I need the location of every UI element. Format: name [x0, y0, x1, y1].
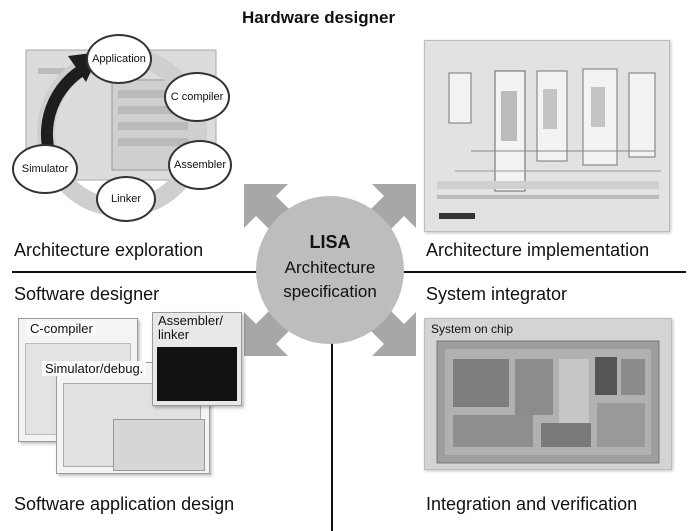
hardware-designer-label: Hardware designer — [242, 8, 396, 27]
software-application-design-caption: Software application design — [14, 494, 235, 514]
cycle-node-simulator: Simulator — [12, 144, 78, 194]
cycle-node-label: Linker — [111, 193, 141, 205]
cycle-node-label: C compiler — [170, 91, 224, 103]
lisa-circle — [256, 196, 404, 344]
system-integrator-header: System integrator — [426, 284, 568, 304]
architecture-implementation-caption: Architecture implementation — [426, 240, 650, 260]
cycle-node-c-compiler: C compiler — [164, 72, 230, 122]
cycle-node-linker: Linker — [96, 176, 156, 222]
architecture-exploration-caption: Architecture exploration — [14, 240, 204, 260]
c-compiler-label: C-compiler — [27, 321, 96, 336]
software-designer-header: Software designer — [14, 284, 160, 304]
cycle-node-label: Assembler — [174, 159, 226, 171]
cycle-node-assembler: Assembler — [168, 140, 232, 190]
lisa-subtitle-line1: Architecture — [284, 258, 376, 277]
architecture-implementation-image — [424, 40, 670, 232]
exploration-cycle: Application C compiler Assembler Linker … — [8, 20, 232, 222]
assembler-label: Assembler/ linker — [158, 313, 224, 342]
cycle-node-application: Application — [86, 34, 152, 84]
system-on-chip-label: System on chip — [431, 322, 514, 336]
simulator-label: Simulator/debug. — [42, 361, 147, 376]
system-on-chip-image: System on chip — [424, 318, 672, 470]
lisa-subtitle-line2: specification — [283, 282, 377, 301]
assembler-window — [152, 312, 242, 406]
cycle-node-label: Simulator — [21, 163, 69, 175]
integration-and-verification-caption: Integration and verification — [426, 494, 638, 514]
lisa-title: LISA — [309, 232, 351, 252]
cycle-node-label: Application — [92, 53, 146, 65]
